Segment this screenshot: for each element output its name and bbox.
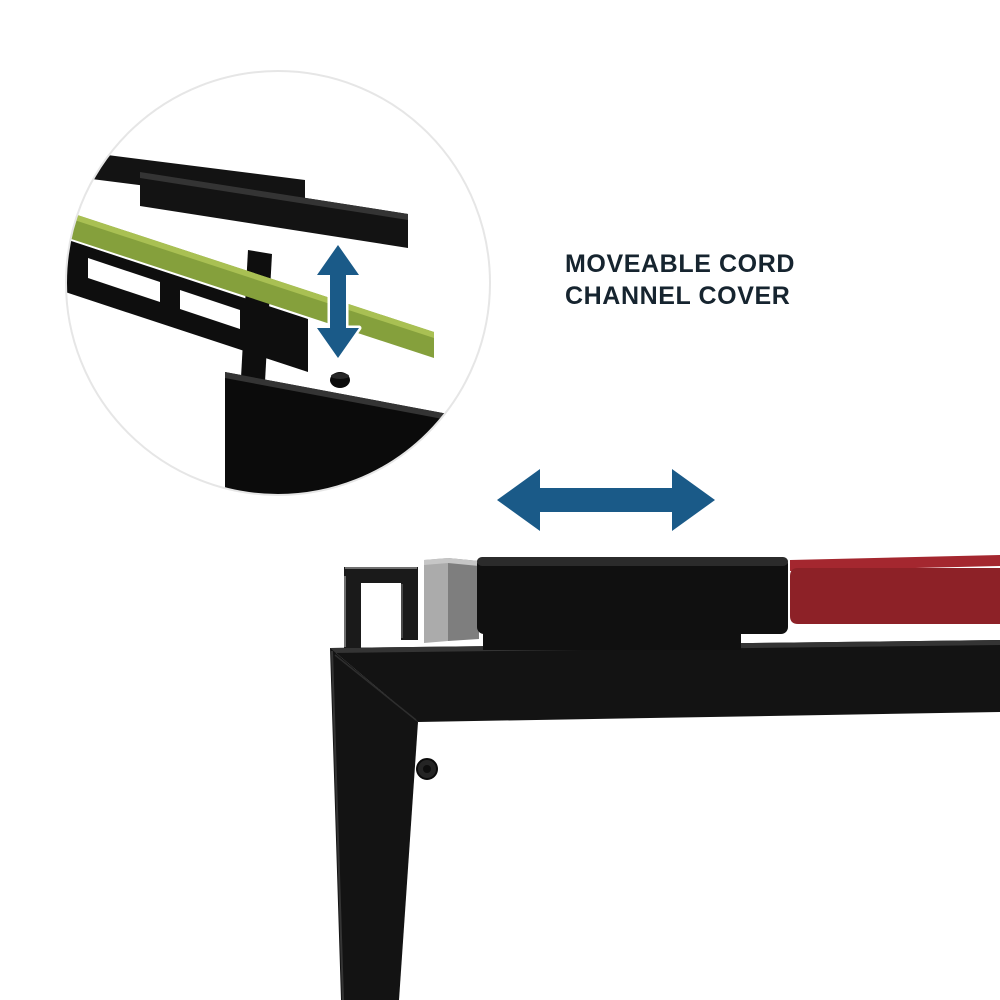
hook-bracket: [344, 567, 418, 648]
inset-desktop-slab: [140, 172, 408, 248]
cord-cover-body: [477, 557, 788, 634]
clamp-top-edge: [424, 558, 479, 566]
inset-knob-highlight: [331, 373, 349, 379]
inset-rail-slot: [88, 258, 160, 302]
clamp-bracket: [424, 558, 479, 643]
desktop-red-front-face: [790, 568, 1000, 624]
inset-rail-slot: [180, 290, 240, 329]
inset-leg-panel-highlight: [225, 372, 480, 426]
cord-channel-cover: [477, 557, 788, 650]
inset-circle-ring: [65, 70, 491, 496]
hook-top-bar: [344, 567, 418, 583]
feature-label: MOVEABLE CORD CHANNEL COVER: [565, 248, 795, 312]
inset-leg-panel: [225, 372, 480, 495]
clamp-left-face: [424, 558, 448, 643]
hook-left-bar: [344, 575, 361, 648]
desk-frame-leg-edge-highlight: [331, 650, 344, 1000]
desktop-red-panel: [790, 555, 1000, 624]
hook-right-bar: [401, 583, 418, 640]
desk-frame-miter-seam: [334, 654, 417, 721]
desk-frame-beam: [330, 640, 1000, 722]
feature-label-line2: CHANNEL COVER: [565, 282, 791, 310]
inset-detail-circle: [66, 150, 480, 495]
cord-cover-top-highlight: [477, 557, 788, 566]
desktop-red-top-face: [790, 555, 1000, 571]
inset-desktop-slab-highlight: [140, 172, 408, 220]
up-down-arrow-icon: [314, 242, 362, 361]
leg-bolt-center: [423, 765, 431, 773]
desk-frame-leg: [330, 648, 418, 1000]
feature-label-line1: MOVEABLE CORD: [565, 250, 796, 278]
left-right-arrow-icon: [497, 469, 715, 531]
clamp-right-face: [448, 558, 479, 641]
